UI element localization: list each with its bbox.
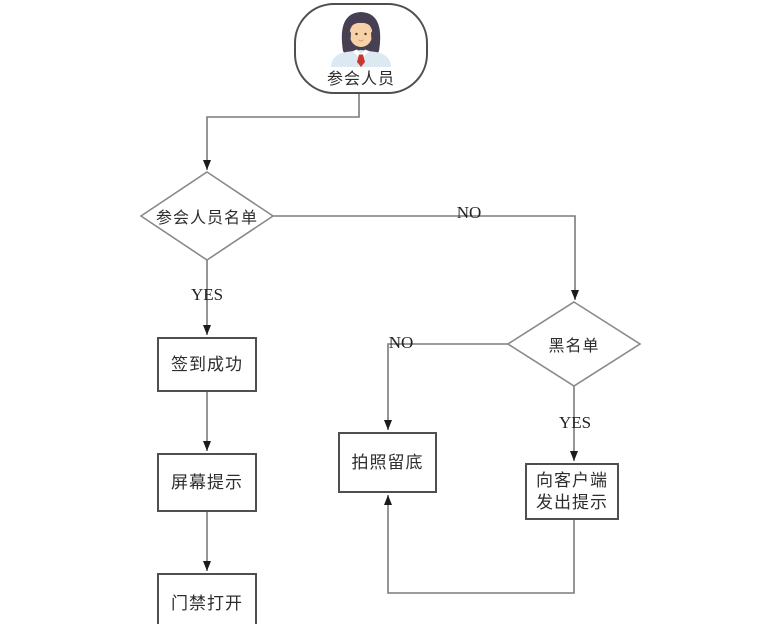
edge-label-list-no: NO — [456, 203, 482, 222]
edge-label-list-yes: YES — [190, 285, 224, 304]
process-door-open: 门禁打开 — [157, 573, 257, 624]
edge-client-loop-to-photo — [384, 495, 575, 594]
process-screen-prompt: 屏幕提示 — [157, 453, 257, 512]
edge-blacklist-no-to-photo — [384, 343, 508, 430]
start-node-label: 参会人员 — [326, 71, 395, 88]
decision-blacklist-label: 黑名单 — [548, 338, 600, 355]
decision-participant-list-shape — [139, 171, 275, 261]
start-node-participants: 参会人员 — [294, 3, 428, 94]
edge-start-to-list — [203, 94, 360, 170]
decision-blacklist-shape — [506, 301, 642, 387]
process-client-notify: 向客户端发出提示 — [525, 463, 619, 520]
process-photo-record: 拍照留底 — [338, 432, 437, 493]
edge-label-blacklist-no: NO — [388, 333, 414, 352]
decision-participant-list-label: 参会人员名单 — [155, 210, 259, 227]
edge-list-no-to-blacklist — [273, 215, 579, 300]
process-signin-success: 签到成功 — [157, 337, 257, 392]
person-avatar-icon — [331, 12, 391, 67]
edge-label-blacklist-yes: YES — [558, 413, 592, 432]
